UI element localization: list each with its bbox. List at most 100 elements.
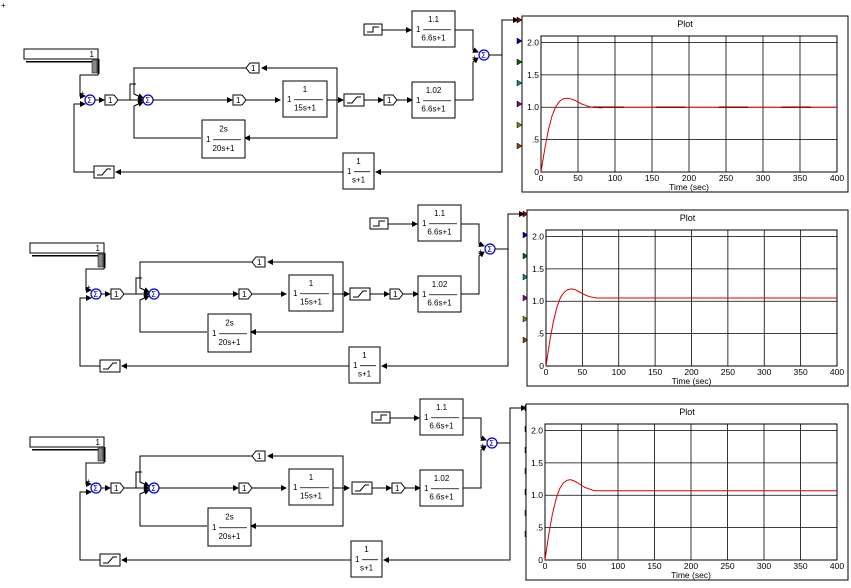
output-sum[interactable]: Σ [486, 437, 498, 449]
scope-input-port [522, 231, 529, 239]
controller-gain-block-value: 1 [108, 96, 113, 105]
sensor-filter-block[interactable]: 11s+1 [348, 346, 381, 384]
y-tick-label: 1.0 [532, 296, 544, 306]
lead-compensator-block-frame [207, 507, 252, 547]
signal-wire [267, 453, 344, 488]
controller-gain-block[interactable]: 1 [110, 288, 125, 300]
y-tick-label: 1.5 [531, 458, 543, 468]
signal-wire [139, 295, 207, 333]
disturbance-transfer-block[interactable]: 1.116.6s+1 [417, 204, 462, 242]
controller-gain-block-shape [110, 288, 125, 300]
x-tick-label: 300 [757, 367, 771, 377]
process-transfer-block-numerator: 1.02 [426, 86, 442, 95]
response-series-line [540, 97, 837, 173]
saturation-block[interactable] [349, 287, 371, 301]
signal-wire [463, 445, 487, 489]
sensor-filter-block-denominator: s+1 [352, 176, 366, 185]
sigma-icon: Σ [87, 96, 92, 105]
signal-wire [495, 211, 525, 250]
sensor-saturation-block[interactable] [93, 165, 115, 179]
setpoint-slider-thumb[interactable] [97, 253, 104, 268]
controller-gain-block[interactable]: 1 [104, 94, 119, 106]
saturation-icon [97, 168, 111, 176]
actuator-gain-block-shape [383, 94, 398, 106]
actuator-gain-block[interactable]: 1 [389, 288, 404, 300]
scope-input-port [522, 210, 529, 218]
sensor-saturation-block[interactable] [99, 553, 121, 567]
error-sum[interactable]: Σ [84, 94, 96, 106]
setpoint-slider[interactable]: 1 [29, 242, 106, 268]
disturbance-transfer-block-numerator: 1.1 [434, 209, 446, 218]
scope-input-port [516, 121, 523, 129]
plot-title: Plot [679, 407, 695, 417]
inner-sum[interactable]: Σ [148, 482, 160, 494]
process-transfer-block-frame [417, 275, 462, 313]
plant-transfer-block-denominator: 15s+1 [300, 298, 323, 307]
feedback-gain-block[interactable]: 1 [251, 450, 266, 462]
response-series-line [544, 479, 837, 561]
setpoint-slider-thumb[interactable] [91, 59, 98, 74]
process-transfer-block-denominator: 6.6s+1 [421, 105, 446, 114]
setpoint-slider-track [32, 255, 100, 257]
signal-wire [79, 56, 99, 99]
sensor-saturation-block[interactable] [99, 359, 121, 373]
disturbance-transfer-block[interactable]: 1.116.6s+1 [419, 398, 464, 436]
output-sum[interactable]: Σ [478, 49, 490, 61]
sigma-icon: Σ [93, 290, 98, 299]
feedback-gain-block[interactable]: 1 [245, 62, 260, 74]
inner-gain-block[interactable]: 1 [232, 94, 247, 106]
setpoint-slider-track [26, 61, 94, 63]
x-tick-label: 50 [577, 561, 587, 571]
inner-sum[interactable]: Σ [148, 288, 160, 300]
inner-gain-block[interactable]: 1 [238, 482, 253, 494]
feedback-gain-block[interactable]: 1 [251, 256, 266, 268]
actuator-gain-block-shape [391, 482, 406, 494]
controller-gain-block[interactable]: 1 [110, 482, 125, 494]
y-tick-label: 1.5 [527, 70, 539, 80]
saturation-block[interactable] [343, 93, 365, 107]
actuator-gain-block[interactable]: 1 [391, 482, 406, 494]
sensor-filter-block[interactable]: 11s+1 [342, 152, 375, 190]
actuator-gain-block[interactable]: 1 [383, 94, 398, 106]
error-sum[interactable]: Σ [90, 482, 102, 494]
inner-gain-block-shape [232, 94, 247, 106]
step-input-block[interactable] [363, 23, 383, 36]
process-transfer-block-gain: 1 [422, 290, 427, 299]
signal-wire [139, 489, 207, 527]
setpoint-slider[interactable]: 1 [29, 436, 106, 462]
signal-wire [133, 101, 201, 139]
signal-wire [250, 488, 344, 529]
saturation-block[interactable] [351, 481, 373, 495]
sum-sign: + [86, 477, 91, 486]
inner-gain-block[interactable]: 1 [238, 288, 253, 300]
setpoint-slider[interactable]: 1 [23, 48, 100, 74]
sensor-filter-block[interactable]: 11s+1 [350, 540, 383, 578]
x-tick-label: 50 [578, 367, 588, 377]
signal-wire [73, 101, 94, 173]
inner-sum[interactable]: Σ [142, 94, 154, 106]
output-sum[interactable]: Σ [484, 243, 496, 255]
corner-marker: + [1, 1, 6, 10]
step-input-block[interactable] [371, 411, 391, 424]
disturbance-transfer-block[interactable]: 1.116.6s+1 [411, 10, 456, 48]
step-input-block[interactable] [369, 217, 389, 230]
scope-input-port [516, 16, 523, 24]
disturbance-transfer-block-gain: 1 [422, 219, 427, 228]
controller-gain-block-shape [110, 482, 125, 494]
x-tick-label: 100 [611, 561, 625, 571]
error-sum[interactable]: Σ [90, 288, 102, 300]
setpoint-slider-thumb[interactable] [97, 447, 104, 462]
